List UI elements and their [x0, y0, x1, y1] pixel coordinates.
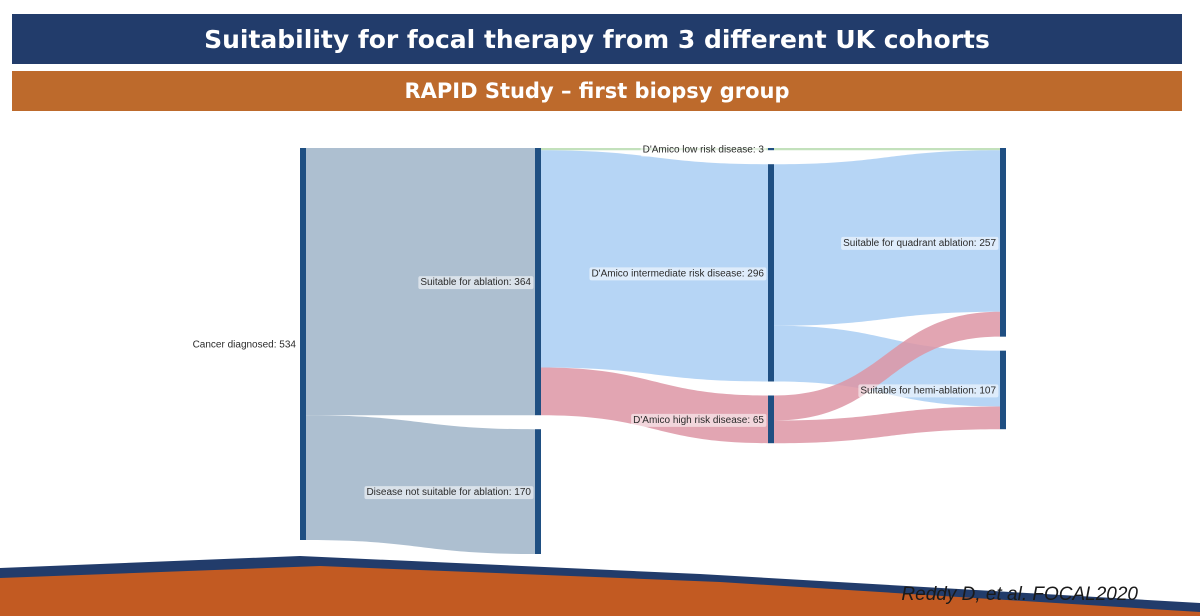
- link-high-hemi: [774, 406, 1000, 444]
- node-label-bg: [589, 267, 767, 281]
- node-label-cancer: Cancer diagnosed: 534: [193, 340, 297, 351]
- footer-decoration: [0, 556, 1200, 616]
- node-label-group-suitable: Suitable for ablation: 364: [418, 276, 534, 290]
- link-suitable-intermediate: [541, 150, 768, 382]
- node-suitable: [535, 148, 541, 416]
- node-label-bg: [418, 276, 534, 290]
- link-cancer-not_suitable: [306, 415, 535, 554]
- node-label-intermediate: D'Amico intermediate risk disease: 296: [591, 268, 764, 279]
- sankey-nodes: [300, 148, 1006, 554]
- node-label-not_suitable: Disease not suitable for ablation: 170: [366, 487, 531, 498]
- node-cancer: [300, 148, 306, 540]
- slide-title: Suitability for focal therapy from 3 dif…: [12, 14, 1182, 64]
- node-label-hemi: Suitable for hemi-ablation: 107: [860, 385, 996, 396]
- node-hemi: [1000, 350, 1006, 430]
- footer-stripe-orange: [0, 566, 1200, 616]
- node-label-bg: [631, 413, 767, 427]
- node-low: [768, 148, 774, 151]
- node-label-bg: [640, 143, 767, 157]
- citation: Reddy D, et al. FOCAL2020: [901, 584, 1138, 605]
- node-label-bg: [364, 486, 534, 500]
- link-low-quadrant: [774, 148, 1000, 151]
- node-label-group-low: D'Amico low risk disease: 3: [640, 143, 767, 157]
- node-not_suitable: [535, 429, 541, 554]
- node-label-quadrant: Suitable for quadrant ablation: 257: [843, 238, 996, 249]
- node-label-bg: [841, 236, 999, 250]
- node-high: [768, 395, 774, 444]
- node-label-group-not_suitable: Disease not suitable for ablation: 170: [364, 486, 534, 500]
- node-label-bg: [190, 338, 299, 352]
- node-label-group-high: D'Amico high risk disease: 65: [631, 413, 767, 427]
- node-label-low: D'Amico low risk disease: 3: [643, 145, 765, 156]
- node-label-group-intermediate: D'Amico intermediate risk disease: 296: [589, 267, 767, 281]
- slide-subtitle: RAPID Study – first biopsy group: [12, 71, 1182, 111]
- node-label-high: D'Amico high risk disease: 65: [633, 415, 764, 426]
- node-label-suitable: Suitable for ablation: 364: [420, 277, 531, 288]
- node-label-group-quadrant: Suitable for quadrant ablation: 257: [841, 236, 999, 250]
- node-label-group-cancer: Cancer diagnosed: 534: [190, 338, 299, 352]
- node-quadrant: [1000, 148, 1006, 337]
- sankey-labels: Cancer diagnosed: 534 Suitable for ablati…: [190, 143, 999, 500]
- node-label-bg: [858, 384, 999, 398]
- link-high-quadrant: [774, 311, 1000, 421]
- node-intermediate: [768, 164, 774, 382]
- node-label-group-hemi: Suitable for hemi-ablation: 107: [858, 384, 999, 398]
